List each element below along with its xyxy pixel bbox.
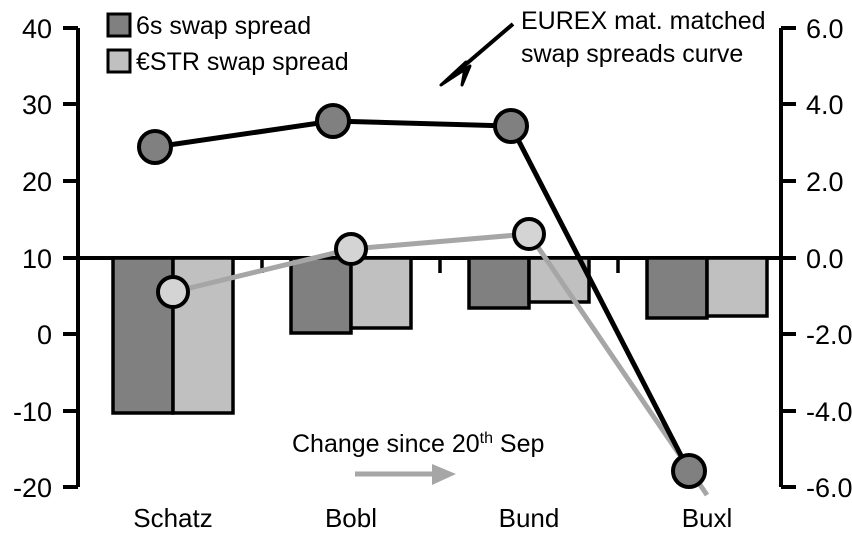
change-callout-text-after: Sep: [493, 430, 544, 458]
marker-gray-schatz: [156, 275, 190, 309]
left-tick-label: 20: [22, 167, 52, 197]
marker-eurex-schatz: [137, 129, 173, 165]
left-tick-label: 30: [22, 90, 52, 120]
axis-left: [63, 26, 80, 489]
eurex-callout-line2: swap spreads curve: [521, 40, 743, 68]
bar-6s-bund: [467, 256, 531, 310]
legend-label-estr: €STR swap spread: [136, 48, 349, 76]
right-tick-label: 0.0: [806, 244, 844, 274]
line-series-gray: [172, 231, 710, 497]
eurex-callout-line1: EUREX mat. matched: [521, 7, 766, 35]
marker-gray-bobl: [334, 232, 368, 266]
legend-label-6s: 6s swap spread: [136, 12, 311, 40]
marker-gray-bund: [512, 217, 546, 251]
right-tick-label: 6.0: [806, 14, 844, 44]
marker-eurex-bund: [493, 108, 529, 144]
gray-series-path: [172, 231, 710, 497]
left-tick-label: 10: [22, 244, 52, 274]
right-axis-tick-labels: 6.0 4.0 2.0 0.0 -2.0 -4.0 -6.0: [806, 14, 852, 503]
bar-6s-buxl: [645, 256, 709, 320]
category-label-bund: Bund: [499, 503, 560, 533]
change-callout-text: Change since 20th Sep: [292, 430, 544, 458]
bar-estr-bobl: [349, 256, 413, 330]
bar-group-bund: [467, 256, 591, 310]
annotation-eurex-callout: EUREX mat. matched swap spreads curve: [439, 7, 766, 87]
right-tick-label: -2.0: [806, 320, 852, 350]
category-label-buxl: Buxl: [682, 503, 733, 533]
category-labels: Schatz Bobl Bund Buxl: [133, 503, 732, 533]
legend: 6s swap spread €STR swap spread: [106, 12, 349, 76]
right-tick-label: 4.0: [806, 90, 844, 120]
change-callout-arrow-head: [432, 464, 456, 485]
right-tick-label: -4.0: [806, 397, 852, 427]
right-tick-label: -6.0: [806, 473, 852, 503]
marker-eurex-buxl: [671, 453, 707, 489]
line-series-black: [154, 118, 692, 473]
category-label-bobl: Bobl: [325, 503, 377, 533]
axis-right: [779, 26, 796, 489]
left-tick-label: 0: [37, 320, 52, 350]
bar-6s-bobl: [289, 256, 353, 335]
bar-estr-buxl: [705, 256, 769, 318]
left-tick-label: 40: [22, 14, 52, 44]
left-tick-label: -20: [13, 473, 52, 503]
legend-swatch-estr: [106, 48, 132, 74]
gray-series-markers: [156, 217, 546, 309]
annotation-change-callout: Change since 20th Sep: [292, 430, 544, 485]
left-axis-tick-labels: 40 30 20 10 0 -10 -20: [13, 14, 52, 503]
eurex-callout-arrow-head: [439, 60, 472, 87]
eurex-series-path: [154, 118, 692, 473]
left-tick-label: -10: [13, 397, 52, 427]
bar-group-buxl: [645, 256, 769, 320]
category-label-schatz: Schatz: [133, 503, 213, 533]
marker-eurex-bobl: [315, 103, 351, 139]
eurex-series-markers: [137, 103, 707, 489]
change-callout-superscript: th: [480, 430, 493, 447]
legend-swatch-6s: [106, 12, 132, 38]
change-callout-text-before: Change since 20: [292, 430, 480, 458]
right-tick-label: 2.0: [806, 167, 844, 197]
bar-group-bobl: [289, 256, 413, 335]
